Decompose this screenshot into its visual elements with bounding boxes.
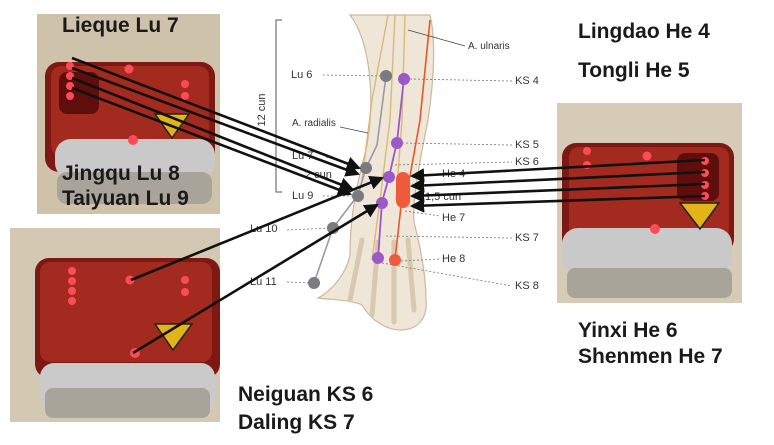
point-lu6	[380, 70, 392, 82]
arrows-top-left	[71, 56, 362, 197]
lu10-label: Lu 10	[250, 223, 278, 235]
label-lieque: Lieque Lu 7	[62, 14, 179, 37]
label-lingdao: Lingdao He 4	[578, 20, 710, 43]
ks7-label: KS 7	[515, 232, 539, 244]
cun-15-label: 1,5 cun	[425, 191, 461, 203]
device-illustration	[37, 14, 220, 214]
point-ks7	[376, 197, 388, 209]
he7-label: He 7	[442, 212, 465, 224]
ks6-label: KS 6	[515, 156, 539, 168]
ks4-label: KS 4	[515, 75, 539, 87]
point-lu11	[308, 277, 320, 289]
lu9-label: Lu 9	[292, 190, 313, 202]
point-he4-to-he7	[396, 172, 410, 208]
he8-label: He 8	[442, 253, 465, 265]
label-shenmen: Shenmen He 7	[578, 345, 723, 368]
lu11-label: Lu 11	[250, 276, 277, 288]
lung-meridian-line	[313, 75, 387, 284]
forearm-outline	[315, 14, 435, 331]
label-taiyuan: Taiyuan Lu 9	[62, 187, 189, 210]
point-lu9	[352, 190, 364, 202]
lu7-label: Lu 7	[292, 150, 313, 162]
point-lu7	[360, 162, 372, 174]
tendon-lines	[361, 14, 406, 261]
label-jingqu: Jingqu Lu 8	[62, 162, 180, 185]
device-photo-bottom-left	[10, 228, 220, 422]
hand-bones	[347, 237, 417, 325]
point-ks4	[398, 73, 410, 85]
point-he8	[389, 254, 401, 266]
cun-12-bracket	[275, 19, 282, 193]
cun-12-label: 12 cun	[256, 93, 268, 126]
label-yinxi: Yinxi He 6	[578, 319, 678, 342]
a-ulnaris-label: A. ulnaris	[468, 41, 510, 52]
point-ks8	[372, 252, 384, 264]
a-radialis-label: A. radialis	[292, 118, 336, 129]
lu6-label: Lu 6	[291, 69, 312, 81]
label-daling: Daling KS 7	[238, 411, 355, 434]
device-illustration	[10, 228, 220, 422]
point-ks6	[383, 171, 395, 183]
ks5-label: KS 5	[515, 139, 539, 151]
ks8-label: KS 8	[515, 280, 539, 292]
device-photo-top-left	[37, 14, 220, 214]
point-ks5	[391, 137, 403, 149]
arrows-right	[409, 158, 706, 213]
arrows-bottom-left	[130, 175, 384, 355]
label-tongli: Tongli He 5	[578, 59, 690, 82]
label-neiguan: Neiguan KS 6	[238, 383, 374, 406]
